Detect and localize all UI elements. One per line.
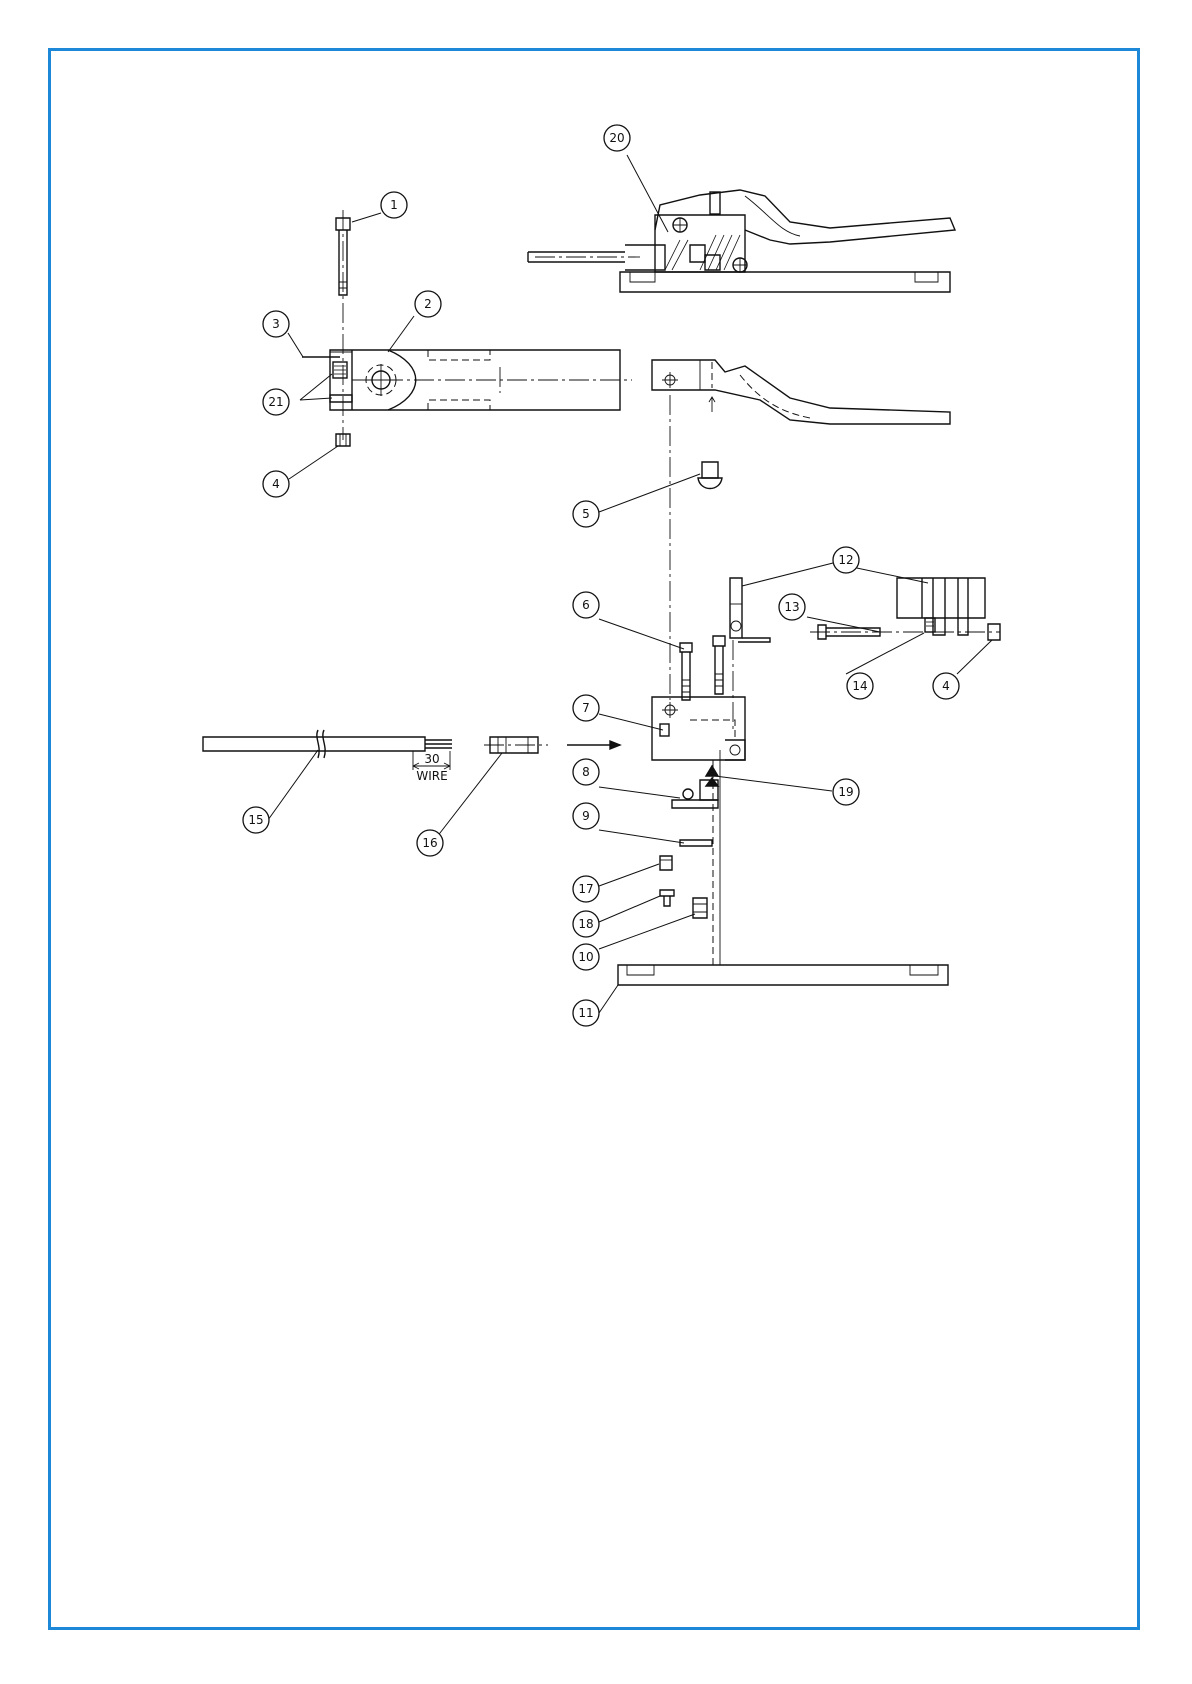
leader-lines — [268, 155, 992, 1013]
base-plate-11 — [618, 965, 948, 985]
balloon-13: 13 — [779, 594, 805, 620]
balloon-label: 3 — [272, 317, 280, 331]
balloon-4: 4 — [933, 673, 959, 699]
balloon-8: 8 — [573, 759, 599, 785]
balloon-label: 18 — [578, 917, 593, 931]
bracket-subassembly — [302, 210, 632, 446]
balloon-1: 1 — [381, 192, 407, 218]
balloon-17: 17 — [573, 876, 599, 902]
switch-block-7 — [652, 697, 745, 760]
balloon-label: 13 — [784, 600, 799, 614]
balloon-label: 20 — [609, 131, 624, 145]
microswitch-8-19 — [672, 766, 718, 808]
balloon-7: 7 — [573, 695, 599, 721]
balloon-label: 6 — [582, 598, 590, 612]
balloon-20: 20 — [604, 125, 630, 151]
balloon-label: 4 — [272, 477, 280, 491]
dimension-label: WIRE — [416, 769, 447, 783]
connector-16 — [484, 737, 620, 753]
balloon-14: 14 — [847, 673, 873, 699]
balloon-label: 9 — [582, 809, 590, 823]
balloon-label: 11 — [578, 1006, 593, 1020]
balloon-label: 5 — [582, 507, 590, 521]
bracket-12 — [730, 578, 1000, 642]
balloon-label: 19 — [838, 785, 853, 799]
balloon-label: 15 — [248, 813, 263, 827]
lever-part — [652, 360, 950, 424]
balloon-label: 1 — [390, 198, 398, 212]
balloon-15: 15 — [243, 807, 269, 833]
balloon-label: 2 — [424, 297, 432, 311]
assembled-lever-view — [528, 190, 955, 292]
balloon-21: 21 — [263, 389, 289, 415]
small-parts-17-18-10 — [660, 760, 713, 965]
balloon-9: 9 — [573, 803, 599, 829]
balloon-12: 12 — [833, 547, 859, 573]
dimension-value: 30 — [424, 752, 439, 766]
balloon-label: 8 — [582, 765, 590, 779]
balloon-6: 6 — [573, 592, 599, 618]
balloon-11: 11 — [573, 1000, 599, 1026]
balloon-label: 4 — [942, 679, 950, 693]
balloon-18: 18 — [573, 911, 599, 937]
screw-5 — [698, 462, 722, 489]
balloon-label: 12 — [838, 553, 853, 567]
balloon-19: 19 — [833, 779, 859, 805]
balloon-10: 10 — [573, 944, 599, 970]
balloon-16: 16 — [417, 830, 443, 856]
balloon-5: 5 — [573, 501, 599, 527]
balloon-label: 14 — [852, 679, 867, 693]
pin-9 — [680, 840, 712, 846]
balloon-3: 3 — [263, 311, 289, 337]
cable-15 — [203, 730, 452, 770]
screws-6 — [680, 636, 725, 700]
balloon-label: 7 — [582, 701, 590, 715]
balloon-2: 2 — [415, 291, 441, 317]
balloon-label: 21 — [268, 395, 283, 409]
balloon-4: 4 — [263, 471, 289, 497]
balloon-label: 10 — [578, 950, 593, 964]
balloon-label: 17 — [578, 882, 593, 896]
balloon-label: 16 — [422, 836, 437, 850]
